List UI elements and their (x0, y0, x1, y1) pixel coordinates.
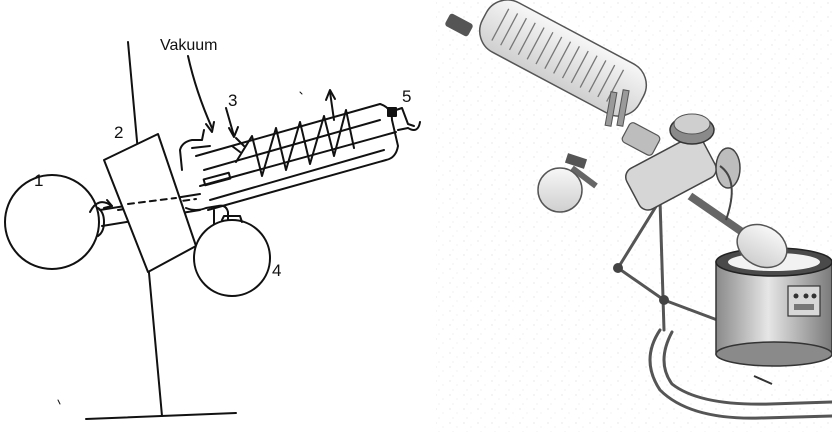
rotary-evaporator-illustration (436, 0, 832, 432)
label-housing-2: 2 (114, 123, 123, 142)
coolant-outlet (325, 89, 336, 121)
evaporating-flask (4, 174, 105, 270)
vacuum-connector (179, 129, 211, 171)
vacuum-pointer-head (205, 121, 215, 133)
coolant-inlet (225, 107, 245, 153)
stand-joint (659, 295, 669, 305)
label-flask-4: 4 (272, 261, 281, 280)
label-outlet-5: 5 (402, 87, 411, 106)
cooling-coil (235, 109, 355, 177)
motor-housing (103, 133, 197, 273)
motor-unit (625, 113, 741, 221)
label-flask-1: 1 (34, 171, 43, 190)
bath-cable (753, 375, 773, 385)
receiving-flask (193, 219, 271, 297)
condenser-glass (445, 0, 661, 156)
vacuum-pointer (187, 55, 213, 129)
stopcock (387, 107, 421, 131)
stand-joint (613, 263, 623, 273)
vacuum-label: Vakuum (160, 37, 218, 54)
inner-tube (199, 131, 397, 187)
rotary-evaporator-schematic (4, 41, 421, 420)
evaporating-flask-bath (687, 192, 788, 269)
label-inlet-3: 3 (228, 91, 237, 110)
condenser-tube (195, 103, 399, 211)
rotation-arrowhead (103, 199, 113, 209)
receiving-connector (185, 204, 229, 225)
receiving-flask-small (537, 153, 598, 213)
